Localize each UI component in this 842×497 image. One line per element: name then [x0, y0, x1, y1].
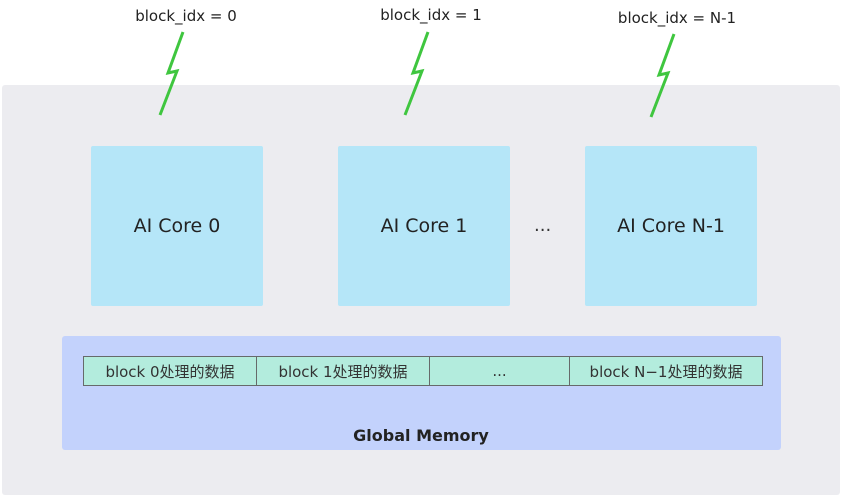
ai-core-1: AI Core 1 — [338, 146, 510, 306]
ai-core-0-label: AI Core 0 — [133, 215, 221, 237]
core-ellipsis: ... — [534, 215, 552, 236]
ai-core-0: AI Core 0 — [91, 146, 263, 306]
global-memory-title: Global Memory — [353, 426, 489, 445]
data-cell-ellipsis: ... — [429, 357, 569, 385]
block-label-1: block_idx = 1 — [380, 6, 482, 24]
global-memory-box — [62, 336, 781, 450]
data-cell-block-0: block 0处理的数据 — [84, 357, 256, 385]
lightning-bolt-icon — [403, 31, 430, 116]
lightning-bolt-icon — [158, 31, 185, 116]
block-label-n-minus-1: block_idx = N-1 — [617, 9, 737, 27]
ai-core-n-minus-1-label: AI Core N-1 — [617, 215, 725, 237]
block-label-0: block_idx = 0 — [135, 7, 237, 25]
ai-core-1-label: AI Core 1 — [380, 215, 468, 237]
lightning-bolt-icon — [649, 33, 676, 118]
data-cell-row: block 0处理的数据 block 1处理的数据 ... block N−1处… — [83, 356, 763, 386]
ai-core-n-minus-1: AI Core N-1 — [585, 146, 757, 306]
data-cell-block-1: block 1处理的数据 — [256, 357, 429, 385]
data-cell-block-n-minus-1: block N−1处理的数据 — [569, 357, 762, 385]
